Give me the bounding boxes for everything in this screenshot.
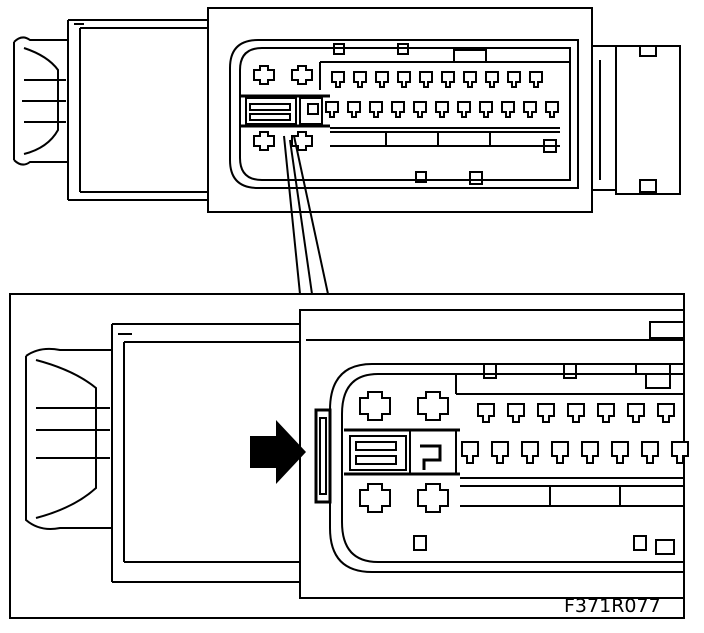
pin-terminal bbox=[435, 101, 449, 118]
overview-notches bbox=[319, 43, 570, 185]
pin-terminal bbox=[479, 101, 493, 118]
pin-terminal bbox=[369, 101, 383, 118]
pin-terminal bbox=[485, 71, 499, 88]
overview-middle-pin-row bbox=[325, 101, 559, 118]
cross-pin bbox=[253, 131, 275, 151]
pin-terminal bbox=[441, 71, 455, 88]
overview-cross-pins bbox=[253, 65, 313, 151]
detail-rails bbox=[460, 477, 684, 507]
push-direction-arrow bbox=[250, 420, 306, 484]
pin-terminal bbox=[353, 71, 367, 88]
pin-terminal bbox=[397, 71, 411, 88]
cross-pin bbox=[291, 65, 313, 85]
pin-terminal bbox=[529, 71, 543, 88]
pin-terminal bbox=[457, 101, 471, 118]
detail-face bbox=[329, 363, 684, 573]
detail-middle-pin-row bbox=[461, 441, 689, 464]
detail-upper-pin-row bbox=[477, 403, 675, 423]
pin-terminal bbox=[375, 71, 389, 88]
pin-terminal bbox=[627, 403, 645, 423]
pin-terminal bbox=[611, 441, 629, 464]
cross-pin bbox=[417, 483, 449, 513]
pin-terminal bbox=[641, 441, 659, 464]
pin-terminal bbox=[537, 403, 555, 423]
detail-body bbox=[111, 323, 300, 583]
pin-terminal bbox=[463, 71, 477, 88]
callout-leader-lines bbox=[283, 135, 329, 295]
pin-terminal bbox=[507, 403, 525, 423]
pin-terminal bbox=[521, 441, 539, 464]
pin-terminal bbox=[597, 403, 615, 423]
figure-reference-code: F371R077 bbox=[564, 595, 661, 617]
detail-notches bbox=[413, 321, 685, 555]
cross-pin bbox=[253, 65, 275, 85]
pin-terminal bbox=[477, 403, 495, 423]
pin-terminal bbox=[545, 101, 559, 118]
detail-latch bbox=[314, 408, 460, 504]
overview-latch bbox=[240, 94, 330, 128]
pin-terminal bbox=[657, 403, 675, 423]
overview-upper-pin-row bbox=[331, 71, 543, 88]
detail-handle bbox=[25, 347, 112, 530]
pin-terminal bbox=[507, 71, 521, 88]
pin-terminal bbox=[391, 101, 405, 118]
overview-connector bbox=[13, 7, 681, 213]
pin-terminal bbox=[347, 101, 361, 118]
pin-terminal bbox=[331, 71, 345, 88]
cross-pin bbox=[417, 391, 449, 421]
overview-tail bbox=[591, 45, 681, 195]
pin-terminal bbox=[419, 71, 433, 88]
pin-terminal bbox=[501, 101, 515, 118]
pin-terminal bbox=[523, 101, 537, 118]
overview-handle bbox=[13, 36, 69, 166]
overview-face bbox=[229, 39, 579, 189]
overview-rails bbox=[330, 127, 560, 147]
cross-pin bbox=[359, 391, 391, 421]
pin-terminal bbox=[325, 101, 339, 118]
pin-terminal bbox=[671, 441, 689, 464]
pin-terminal bbox=[581, 441, 599, 464]
detail-cross-pins bbox=[359, 391, 449, 513]
pin-terminal bbox=[413, 101, 427, 118]
detail-connector bbox=[25, 309, 689, 599]
pin-terminal bbox=[567, 403, 585, 423]
pin-terminal bbox=[491, 441, 509, 464]
pin-terminal bbox=[551, 441, 569, 464]
cross-pin bbox=[359, 483, 391, 513]
pin-terminal bbox=[461, 441, 479, 464]
overview-body bbox=[67, 19, 208, 201]
